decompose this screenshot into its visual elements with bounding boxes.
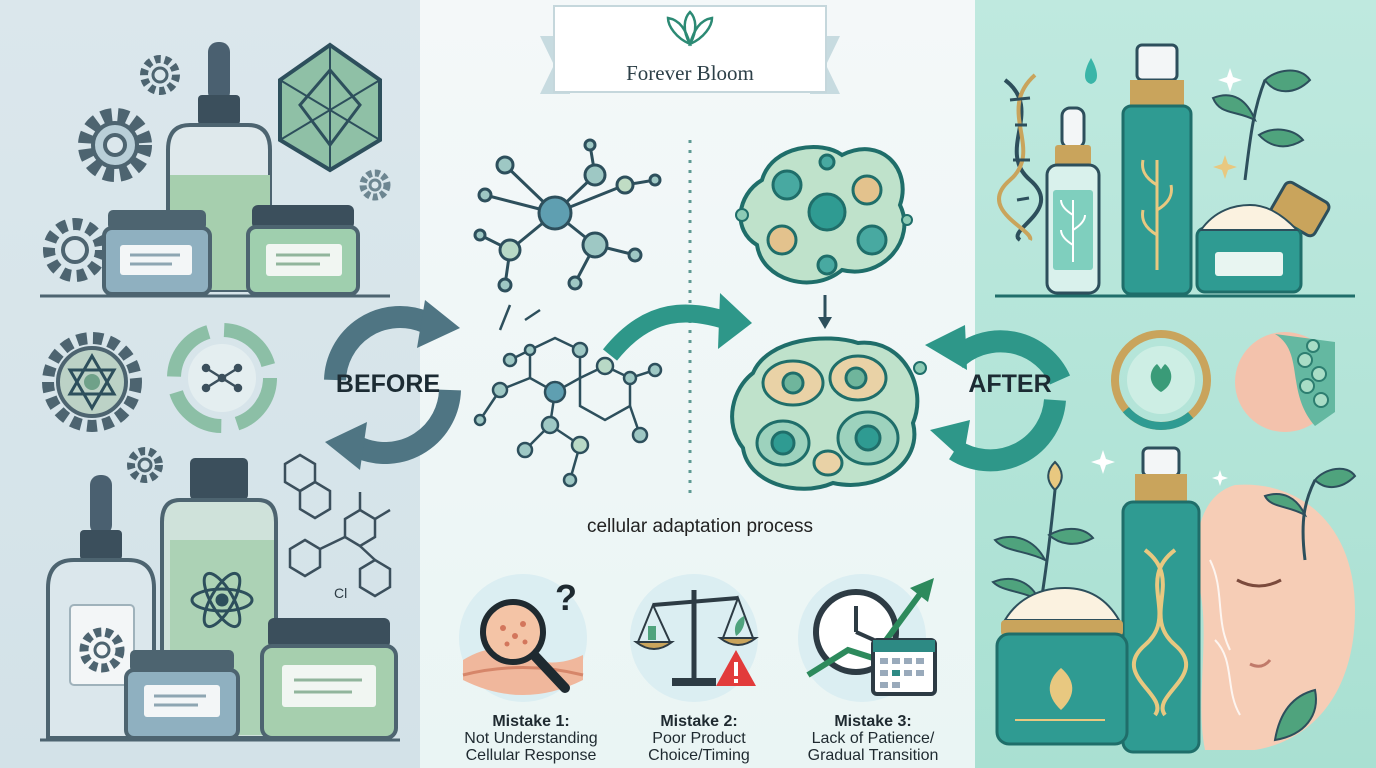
after-top-shelf (995, 43, 1355, 298)
mistake-title: Mistake 1: (492, 713, 570, 730)
dna-icon (997, 73, 1044, 242)
star-gear-icon (42, 332, 142, 432)
before-cycle-arrows (324, 300, 461, 470)
after-label: AFTER (968, 370, 1052, 398)
gear-icon (43, 218, 107, 282)
sparkle-icon (1213, 68, 1242, 179)
leaf-ring-icon (1111, 330, 1211, 430)
droplet-icon (1085, 58, 1097, 84)
sparkle-icon (1091, 450, 1228, 486)
gear-icon (78, 108, 152, 182)
mistake-line: Poor Product (652, 730, 746, 747)
clock-calendar-icon (798, 574, 937, 702)
jar-icon (102, 210, 212, 296)
process-label: cellular adaptation process (586, 516, 814, 537)
mistake-title: Mistake 2: (660, 713, 738, 730)
gear-icon (79, 627, 125, 673)
transform-arrow (602, 293, 752, 361)
mistake-line: Cellular Response (465, 747, 597, 764)
crystal-icon (278, 42, 382, 173)
before-bottom-shelf: Cl (40, 447, 400, 742)
cell-cluster-top (735, 145, 913, 285)
serum-bottle-icon (1045, 106, 1101, 295)
molecule-network-top (473, 138, 662, 293)
pump-bottle-icon (1121, 446, 1201, 754)
cream-jar-icon (1195, 180, 1331, 294)
dna-icon (1131, 548, 1189, 717)
after-cycle-arrows (925, 325, 1071, 472)
mistake-title: Mistake 3: (834, 713, 912, 730)
jar-icon (260, 618, 398, 740)
cell-cluster-bottom (730, 336, 927, 491)
pump-bottle-icon (1121, 43, 1193, 296)
mistake-1: Mistake 1: Not Understanding Cellular Re… (436, 713, 626, 764)
balance-scale-warning-icon (630, 574, 759, 702)
cycle-network-icon (167, 323, 277, 433)
gear-icon (127, 447, 163, 483)
brand-name: Forever Bloom (626, 61, 754, 85)
mistake-line: Not Understanding (464, 730, 598, 747)
plant-icon (1263, 467, 1357, 742)
lotus-icon (666, 10, 714, 47)
mistake-2: Mistake 2: Poor Product Choice/Timing (604, 713, 794, 764)
chlorine-label: Cl (334, 585, 347, 601)
after-bottom-shelf (991, 446, 1357, 754)
before-top-shelf (40, 42, 391, 298)
mistake-3: Mistake 3: Lack of Patience/ Gradual Tra… (778, 713, 968, 764)
leaf-sprig-icon (1211, 69, 1312, 181)
brand-banner (540, 5, 840, 94)
mistake-line: Choice/Timing (648, 747, 750, 764)
cream-jar-icon (995, 586, 1129, 746)
before-label: BEFORE (335, 370, 441, 398)
jar-icon (246, 205, 360, 296)
svg-text:?: ? (555, 577, 577, 618)
down-arrow (818, 295, 832, 329)
skin-cells-icon (1235, 332, 1335, 432)
before-middle-row (42, 323, 277, 433)
mistake-line: Lack of Patience/ (811, 730, 935, 747)
chemical-structure-icon (283, 453, 392, 598)
magnifier-skin-icon: ? (459, 574, 587, 702)
atom-icon (190, 571, 254, 629)
gear-icon (359, 169, 391, 201)
mistake-line: Gradual Transition (807, 747, 939, 764)
molecule-network-bottom (473, 304, 663, 488)
jar-icon (124, 650, 240, 740)
face-icon (1196, 484, 1355, 750)
gear-icon (140, 55, 180, 95)
after-middle-row (1111, 330, 1335, 432)
